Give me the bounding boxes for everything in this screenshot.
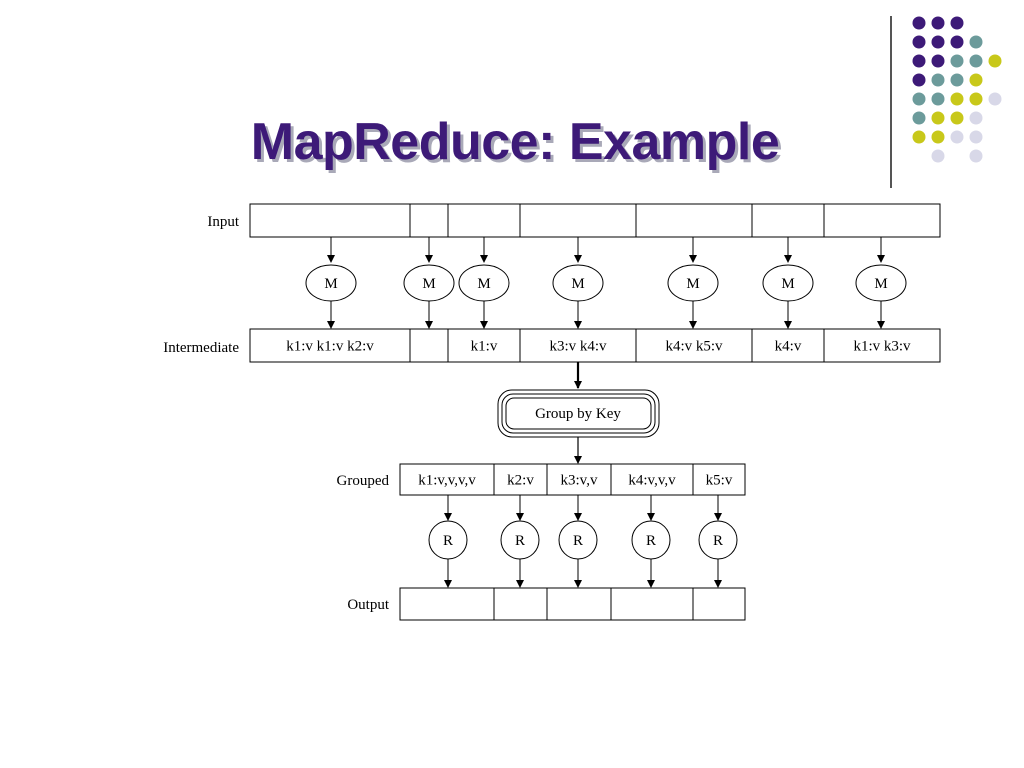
- intermediate-cell-text: k4:v k5:v: [665, 339, 723, 355]
- decor-dot: [931, 130, 945, 144]
- decor-dot: [912, 111, 926, 125]
- decor-dot: [950, 111, 964, 125]
- decor-dot: [950, 73, 964, 87]
- decor-dot: [969, 149, 983, 163]
- decor-dot: [969, 35, 983, 49]
- divider-line: [890, 16, 892, 188]
- decor-dot: [988, 92, 1002, 106]
- decor-dot: [931, 73, 945, 87]
- decor-dot: [912, 35, 926, 49]
- decor-dot: [912, 92, 926, 106]
- decorative-dot-grid: [912, 16, 1002, 163]
- decor-dot: [950, 35, 964, 49]
- reduce-node-label: R: [443, 533, 453, 549]
- decor-dot: [912, 130, 926, 144]
- intermediate-cell-text: k3:v k4:v: [549, 339, 607, 355]
- decor-dot: [969, 130, 983, 144]
- decor-dot: [931, 35, 945, 49]
- grouped-cell-frame: [399, 463, 746, 496]
- decor-dot: [931, 92, 945, 106]
- intermediate-cell-text: k4:v: [775, 339, 802, 355]
- decor-dot: [969, 54, 983, 68]
- input-row: [249, 203, 941, 238]
- decor-dot: [912, 16, 926, 30]
- row-label-intermediate: Intermediate: [163, 340, 239, 356]
- decor-dot: [988, 54, 1002, 68]
- decor-dot: [950, 54, 964, 68]
- decor-dot: [950, 16, 964, 30]
- group-by-key-box: Group by Key: [497, 389, 660, 438]
- map-node-label: M: [781, 276, 794, 292]
- row-label-grouped: Grouped: [337, 473, 390, 489]
- map-node-label: M: [422, 276, 435, 292]
- reduce-node-label: R: [646, 533, 656, 549]
- reduce-node-label: R: [713, 533, 723, 549]
- grouped-cell-text: k3:v,v: [561, 473, 598, 489]
- reduce-node-label: R: [515, 533, 525, 549]
- map-node-label: M: [874, 276, 887, 292]
- map-node-label: M: [571, 276, 584, 292]
- row-label-input: Input: [207, 214, 239, 230]
- map-node-label: M: [324, 276, 337, 292]
- slide-title: MapReduce: Example: [250, 113, 780, 171]
- decor-dot: [931, 149, 945, 163]
- input-cell-frame: [249, 203, 941, 238]
- map-node-label: M: [686, 276, 699, 292]
- row-label-output: Output: [347, 597, 390, 613]
- grouped-cell-text: k4:v,v,v: [628, 473, 676, 489]
- decor-dot: [912, 73, 926, 87]
- intermediate-cell-text: k1:v k3:v: [853, 339, 911, 355]
- map-node-label: M: [477, 276, 490, 292]
- decor-dot: [931, 54, 945, 68]
- grouped-row: k1:v,v,v,v k2:v k3:v,v k4:v,v,v k5:v: [399, 463, 746, 496]
- decor-dot: [969, 92, 983, 106]
- intermediate-cell-text: k1:v: [471, 339, 498, 355]
- decor-dot: [969, 73, 983, 87]
- decor-dot: [912, 54, 926, 68]
- grouped-cell-text: k1:v,v,v,v: [418, 473, 476, 489]
- decor-dot: [931, 16, 945, 30]
- intermediate-cell-text: k1:v k1:v k2:v: [286, 339, 374, 355]
- decor-dot: [931, 111, 945, 125]
- decor-dot: [969, 111, 983, 125]
- grouped-cell-text: k2:v: [507, 473, 534, 489]
- group-by-key-label: Group by Key: [535, 406, 621, 422]
- decor-dot: [950, 130, 964, 144]
- grouped-cell-text: k5:v: [706, 473, 733, 489]
- decor-dot: [950, 92, 964, 106]
- output-cell-frame: [399, 587, 746, 621]
- output-row: [399, 587, 746, 621]
- reduce-node-label: R: [573, 533, 583, 549]
- intermediate-row: k1:v k1:v k2:v k1:v k3:v k4:v k4:v k5:v k4:v…: [249, 328, 941, 363]
- intermediate-cell-frame: [249, 328, 941, 363]
